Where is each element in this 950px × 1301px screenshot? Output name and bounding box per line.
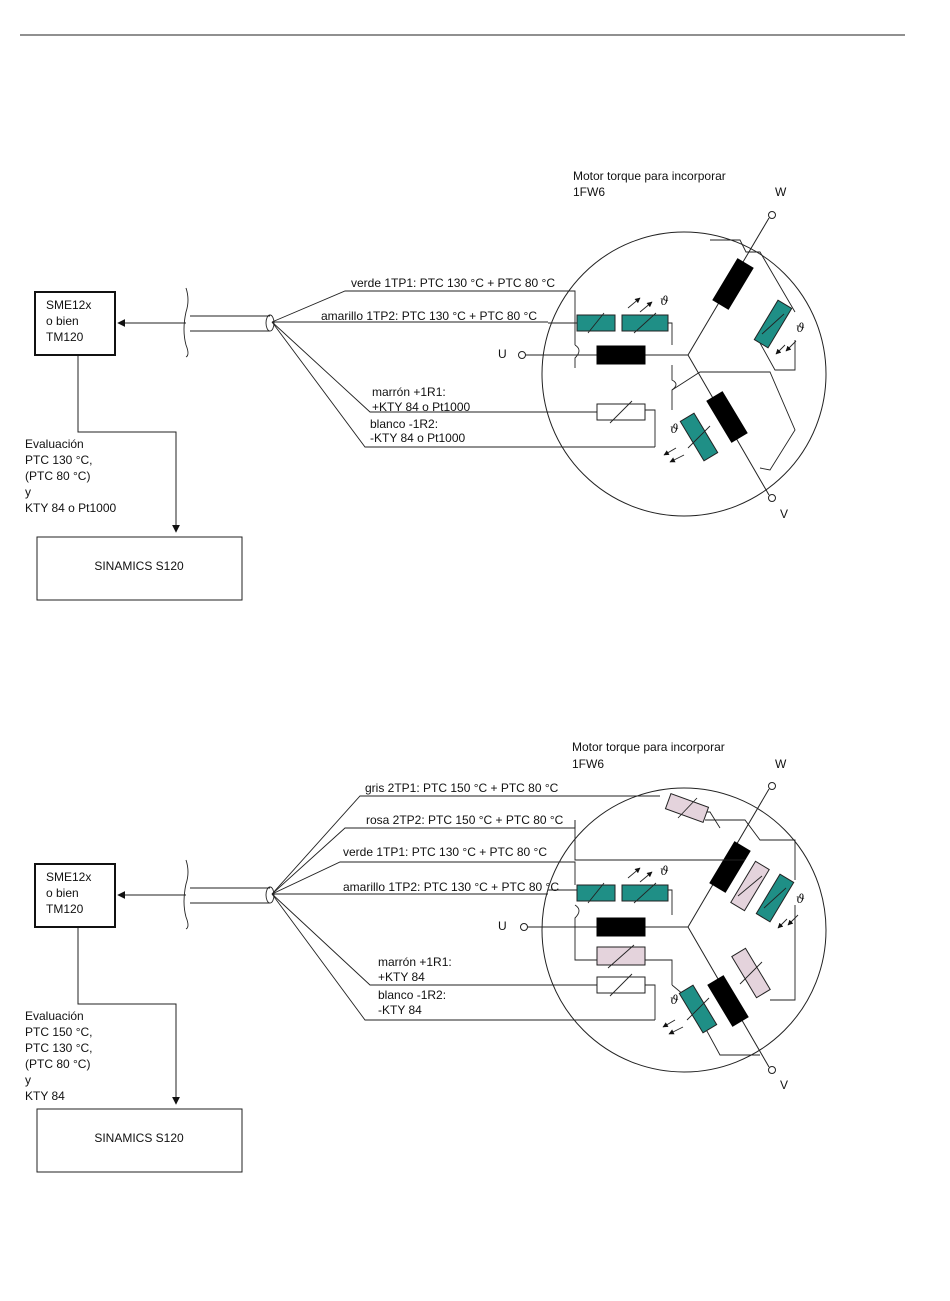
wire-label: verde 1TP1: PTC 130 °C + PTC 80 °C bbox=[351, 276, 555, 290]
theta-symbol: ϑ bbox=[660, 864, 669, 878]
phase-u-label: U bbox=[498, 919, 507, 933]
evaluation-text: PTC 130 °C, bbox=[25, 453, 93, 467]
evaluation-text: KTY 84 bbox=[25, 1089, 65, 1103]
terminal-u bbox=[520, 923, 528, 931]
wire-label: -KTY 84 bbox=[378, 1003, 422, 1017]
cable-wires bbox=[271, 290, 655, 448]
phase-w-label: W bbox=[775, 757, 787, 771]
ptc-sensor-u1 bbox=[576, 312, 616, 334]
wire-label: +KTY 84 o Pt1000 bbox=[372, 400, 471, 414]
evaluation-text: y bbox=[25, 1073, 31, 1087]
evaluation-text: Evaluación bbox=[25, 437, 84, 451]
ptc-sensor-v: ϑ bbox=[662, 984, 718, 1035]
evaluation-text: (PTC 80 °C) bbox=[25, 469, 90, 483]
evaluation-text: Evaluación bbox=[25, 1009, 84, 1023]
sensor-chain-wiring bbox=[548, 795, 796, 1056]
wire-label: blanco -1R2: bbox=[378, 988, 446, 1002]
theta-symbol: ϑ bbox=[670, 422, 679, 436]
phase-v-label: V bbox=[780, 1078, 788, 1092]
coil-v bbox=[707, 975, 749, 1027]
ptc150-sensor-u bbox=[596, 944, 646, 969]
wire-label: gris 2TP1: PTC 150 °C + PTC 80 °C bbox=[365, 781, 559, 795]
terminal-u bbox=[518, 351, 526, 359]
wire-label: rosa 2TP2: PTC 150 °C + PTC 80 °C bbox=[366, 813, 564, 827]
sensor-chain-wiring bbox=[548, 239, 796, 471]
ptc-sensor-v: ϑ bbox=[663, 412, 719, 463]
theta-symbol: ϑ bbox=[796, 892, 805, 906]
motor-model: 1FW6 bbox=[573, 185, 605, 199]
drive-label: SINAMICS S120 bbox=[94, 559, 184, 573]
ptc-sensor-u2: ϑ bbox=[621, 294, 669, 334]
coil-w bbox=[709, 841, 751, 893]
coil-v bbox=[706, 391, 748, 443]
terminal-v bbox=[768, 494, 776, 502]
wire-label: marrón +1R1: bbox=[372, 385, 446, 399]
encoder-label: TM120 bbox=[46, 330, 84, 344]
wire-label: blanco -1R2: bbox=[370, 417, 438, 431]
wire-label: -KTY 84 o Pt1000 bbox=[370, 431, 466, 445]
cable-wires bbox=[271, 795, 655, 1021]
drive-box bbox=[36, 536, 243, 601]
theta-symbol: ϑ bbox=[660, 294, 669, 308]
encoder-label: o bien bbox=[46, 314, 79, 328]
terminal-w bbox=[768, 782, 776, 790]
coil-u bbox=[596, 345, 646, 365]
encoder-module-box bbox=[34, 291, 116, 356]
evaluation-text: (PTC 80 °C) bbox=[25, 1057, 90, 1071]
evaluation-text: PTC 150 °C, bbox=[25, 1025, 93, 1039]
ptc150-sensor-w bbox=[730, 860, 770, 912]
evaluation-arrow bbox=[77, 928, 180, 1105]
encoder-label: SME12x bbox=[46, 870, 91, 884]
evaluation-text: PTC 130 °C, bbox=[25, 1041, 93, 1055]
kty-sensor bbox=[596, 400, 646, 424]
wire-label: marrón +1R1: bbox=[378, 955, 452, 969]
terminal-w bbox=[768, 211, 776, 219]
encoder-module-box bbox=[34, 863, 116, 928]
coil-u bbox=[596, 917, 646, 937]
wire-label: +KTY 84 bbox=[378, 970, 425, 984]
signal-cable bbox=[183, 859, 275, 930]
motor-title: Motor torque para incorporar bbox=[572, 740, 725, 754]
star-winding bbox=[525, 217, 770, 496]
motor-housing bbox=[541, 231, 827, 517]
coil-w bbox=[712, 258, 754, 310]
motor-title: Motor torque para incorporar bbox=[573, 169, 726, 183]
drive-label: SINAMICS S120 bbox=[94, 1131, 184, 1145]
encoder-label: TM120 bbox=[46, 902, 84, 916]
signal-cable bbox=[183, 287, 275, 358]
diagram-2: Motor torque para incorporar 1FW6 W U V bbox=[25, 740, 827, 1173]
kty-sensor bbox=[596, 973, 646, 997]
ptc150-sensor-v bbox=[731, 947, 771, 999]
ptc-sensor-u1 bbox=[576, 882, 616, 904]
evaluation-text: KTY 84 o Pt1000 bbox=[25, 501, 117, 515]
motor-model: 1FW6 bbox=[572, 757, 604, 771]
wire-label: verde 1TP1: PTC 130 °C + PTC 80 °C bbox=[343, 845, 547, 859]
terminal-v bbox=[768, 1066, 776, 1074]
theta-symbol: ϑ bbox=[670, 993, 679, 1007]
evaluation-text: y bbox=[25, 485, 31, 499]
diagram-1: Motor torque para incorporar 1FW6 W U V bbox=[25, 169, 827, 601]
theta-symbol: ϑ bbox=[796, 321, 805, 335]
phase-v-label: V bbox=[780, 507, 788, 521]
ptc-sensor-u2: ϑ bbox=[621, 864, 669, 904]
phase-w-label: W bbox=[775, 185, 787, 199]
wire-label: amarillo 1TP2: PTC 130 °C + PTC 80 °C bbox=[343, 880, 559, 894]
star-winding bbox=[527, 788, 770, 1068]
drive-box bbox=[36, 1108, 243, 1173]
encoder-label: o bien bbox=[46, 886, 79, 900]
ptc150-sensor-1 bbox=[664, 793, 710, 823]
ptc-sensor-w: ϑ bbox=[755, 873, 805, 929]
phase-u-label: U bbox=[498, 347, 507, 361]
evaluation-arrow bbox=[77, 356, 180, 533]
wire-label: amarillo 1TP2: PTC 130 °C + PTC 80 °C bbox=[321, 309, 537, 323]
encoder-label: SME12x bbox=[46, 298, 91, 312]
motor-housing bbox=[541, 787, 827, 1073]
ptc-sensor-w: ϑ bbox=[753, 299, 805, 355]
